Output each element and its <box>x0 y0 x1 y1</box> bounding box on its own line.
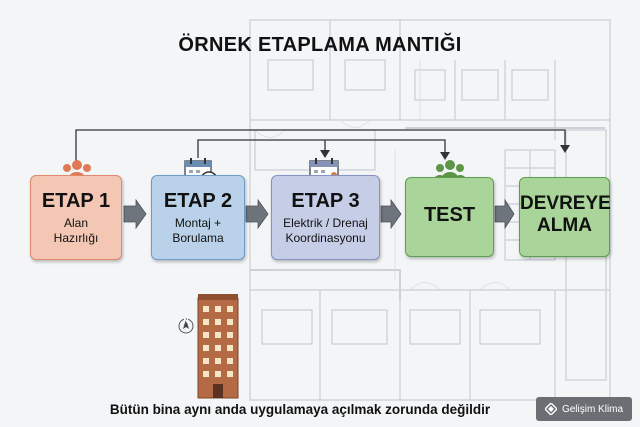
stage-title: TEST <box>423 204 476 226</box>
caption-text: Bütün bina aynı anda uygulamaya açılmak … <box>109 402 491 417</box>
stage-subtitle-line: Borulama <box>172 231 224 245</box>
brand-label: Gelişim Klima <box>561 403 624 415</box>
compass-label: N <box>183 318 189 325</box>
stage-subtitle-line: Hazırlığı <box>53 231 99 245</box>
diagram-title: ÖRNEK ETAPLAMA MANTIĞI <box>178 34 462 56</box>
brand-badge: Gelişim Klima <box>536 397 632 421</box>
compass-icon <box>178 316 194 340</box>
stage-box-test: TEST <box>405 177 494 257</box>
stage-title: ETAP 3 <box>291 190 360 212</box>
stage-title: DEVREYE ALMA <box>520 193 611 236</box>
stage-title: ETAP 2 <box>163 190 233 212</box>
stage-subtitle-line: Elektrik / Drenaj <box>283 216 368 230</box>
stage-box-etap-3: ETAP 3 Elektrik / Drenaj Koordinasyonu <box>271 175 380 260</box>
stage-box-etap-1: ETAP 1 Alan Hazırlığı <box>30 175 122 260</box>
stage-subtitle-line: Montaj + <box>174 216 222 230</box>
building-icon <box>197 294 239 399</box>
stage-box-devreye-alma: DEVREYE ALMA <box>519 177 611 257</box>
stage-box-etap-2: ETAP 2 Montaj + Borulama <box>151 175 245 260</box>
stage-subtitle-line: Koordinasyonu <box>285 231 366 245</box>
stage-subtitle-line: Alan <box>63 216 89 230</box>
stage-title: ETAP 1 <box>41 190 111 212</box>
logo-icon <box>544 403 557 415</box>
